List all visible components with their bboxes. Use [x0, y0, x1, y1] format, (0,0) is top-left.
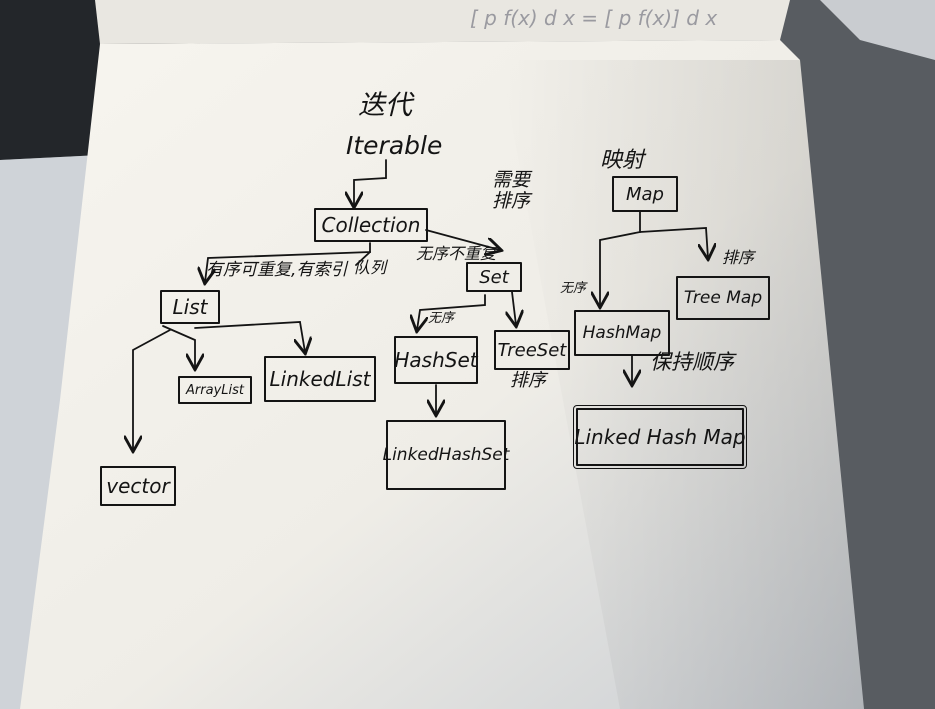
- list-node: List: [160, 290, 220, 324]
- arrow-map-hashmap: [600, 211, 641, 306]
- arrow-iterable-collection: [354, 159, 387, 206]
- arrow-set-hashset: [417, 294, 486, 330]
- arrow-list-vector: [133, 329, 171, 450]
- page-top-edge: [95, 0, 790, 44]
- linkedlist-node: LinkedList: [264, 356, 376, 402]
- map-node: Map: [612, 176, 678, 212]
- treemap-node: Tree Map: [676, 276, 770, 320]
- arraylist-node: ArrayList: [178, 376, 252, 404]
- arrow-list-linkedlist: [194, 321, 305, 352]
- arrow-list-arraylist: [162, 325, 195, 368]
- arrow-set-treeset: [512, 291, 516, 325]
- iter-root-label: Iterable: [346, 131, 443, 160]
- map-title: 映射: [600, 148, 645, 173]
- hashmap-node: HashMap: [574, 310, 670, 356]
- top-formula: [ p f(x) d x = [ p f(x)] d x: [470, 6, 718, 30]
- linkedhashmap-node: Linked Hash Map: [573, 405, 747, 469]
- treeset-node: TreeSet: [494, 330, 570, 370]
- hashset-node: HashSet: [394, 336, 478, 384]
- hashmap-tag: 无序: [560, 281, 587, 296]
- arrow-map-treemap: [639, 227, 708, 258]
- keep-order-note: 保持顺序: [650, 350, 734, 374]
- treemap-tag: 排序: [722, 248, 755, 267]
- edge-label-list: 有序可重复,有索引: [206, 260, 348, 280]
- iter-title: 迭代: [358, 90, 412, 121]
- set-node: Set: [466, 262, 522, 292]
- edge-label-queue: 队列: [354, 258, 387, 277]
- linkedhashset-node: LinkedHashSet: [383, 420, 509, 490]
- treeset-tag: 排序: [510, 370, 546, 391]
- collection-node: Collection: [314, 208, 428, 242]
- arrow-collection-set: [425, 229, 500, 250]
- edge-label-set: 无序不重复: [416, 244, 497, 263]
- need-sort-note: 需要排序: [492, 169, 531, 212]
- vector-node: vector: [100, 466, 176, 506]
- arrow-collection-list: [205, 242, 371, 282]
- hashset-tag: 无序: [428, 311, 455, 326]
